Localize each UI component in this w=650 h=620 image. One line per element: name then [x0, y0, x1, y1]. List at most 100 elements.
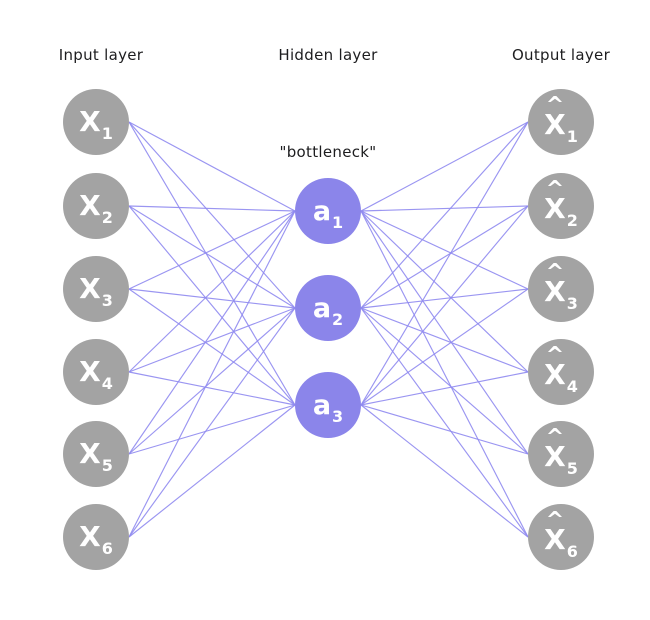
edge-line: [360, 371, 529, 406]
edge-line: [128, 307, 296, 538]
node-label-subscript: 2: [332, 309, 344, 329]
edge-line: [128, 404, 296, 538]
node-label-subscript: 1: [332, 212, 344, 232]
node-xhat-5: X^5: [528, 421, 594, 487]
node-label-base: X: [79, 105, 101, 138]
node-label-base: X^: [544, 425, 566, 473]
node-label-subscript: 6: [566, 542, 578, 561]
node-xhat-3: X^3: [528, 256, 594, 322]
edge-line: [128, 205, 296, 406]
edge-line: [128, 121, 296, 309]
node-label-subscript: 3: [566, 294, 578, 313]
node-label-base: X^: [544, 177, 566, 225]
node-label-subscript: 3: [332, 406, 344, 426]
node-label: X^5: [544, 425, 578, 477]
edge-line: [128, 210, 296, 290]
edge-line: [128, 121, 296, 212]
node-label-base: a: [312, 292, 332, 324]
hat-icon: ^: [545, 177, 565, 202]
edge-line: [360, 205, 529, 406]
output-layer-title: Output layer: [511, 46, 611, 64]
edge-line: [128, 210, 296, 373]
edge-line: [360, 121, 529, 309]
edge-line: [360, 210, 529, 290]
node-label-subscript: 3: [101, 291, 113, 310]
node-label-base: X: [79, 189, 101, 222]
edge-line: [360, 205, 529, 309]
edge-line: [128, 404, 296, 455]
edge-line: [360, 307, 529, 373]
hat-icon: ^: [545, 343, 565, 368]
node-xhat-6: X^6: [528, 504, 594, 570]
node-xhat-2: X^2: [528, 173, 594, 239]
edge-line: [128, 210, 296, 455]
edge-line: [360, 288, 529, 406]
node-label-subscript: 6: [101, 539, 113, 558]
edge-line: [360, 404, 529, 538]
node-label-base: X^: [544, 343, 566, 391]
edge-line: [128, 205, 296, 212]
hat-icon: ^: [545, 508, 565, 533]
node-label-base: X^: [544, 260, 566, 308]
input-layer-title: Input layer: [58, 46, 144, 64]
node-label: X^3: [544, 260, 578, 312]
edge-line: [360, 121, 529, 406]
edge-line: [360, 210, 529, 538]
node-label-base: X: [79, 272, 101, 305]
edge-line: [360, 288, 529, 309]
edge-line: [360, 307, 529, 455]
node-xhat-4: X^4: [528, 339, 594, 405]
node-xhat-1: X^1: [528, 89, 594, 155]
hat-icon: ^: [545, 93, 565, 118]
node-label-base: a: [312, 195, 332, 227]
node-label-subscript: 1: [566, 127, 578, 146]
edge-line: [360, 210, 529, 455]
node-label-subscript: 5: [566, 459, 578, 478]
node-label-subscript: 2: [101, 208, 113, 227]
node-label: X^6: [544, 508, 578, 560]
edge-line: [128, 121, 296, 406]
node-label: X^1: [544, 93, 578, 145]
edge-line: [128, 288, 296, 406]
node-label-base: a: [312, 389, 332, 421]
edge-line: [128, 288, 296, 309]
edge-line: [128, 307, 296, 455]
hidden-layer-title: Hidden layer: [278, 46, 378, 64]
node-label-base: X: [79, 437, 101, 470]
node-label-base: X: [79, 355, 101, 388]
edge-line: [360, 121, 529, 212]
edge-line: [128, 205, 296, 309]
node-label-subscript: 5: [101, 456, 113, 475]
edge-line: [128, 210, 296, 538]
edge-line: [128, 371, 296, 406]
node-label: X^2: [544, 177, 578, 229]
node-label: X^4: [544, 343, 578, 395]
hat-icon: ^: [545, 425, 565, 450]
node-label-subscript: 4: [101, 374, 113, 393]
bottleneck-annotation: "bottleneck": [279, 143, 377, 161]
hat-icon: ^: [545, 260, 565, 285]
node-label-base: X^: [544, 93, 566, 141]
node-label-base: X^: [544, 508, 566, 556]
node-label-base: X: [79, 520, 101, 553]
node-label-subscript: 2: [566, 211, 578, 230]
edge-line: [128, 307, 296, 373]
node-label-subscript: 1: [101, 124, 113, 143]
